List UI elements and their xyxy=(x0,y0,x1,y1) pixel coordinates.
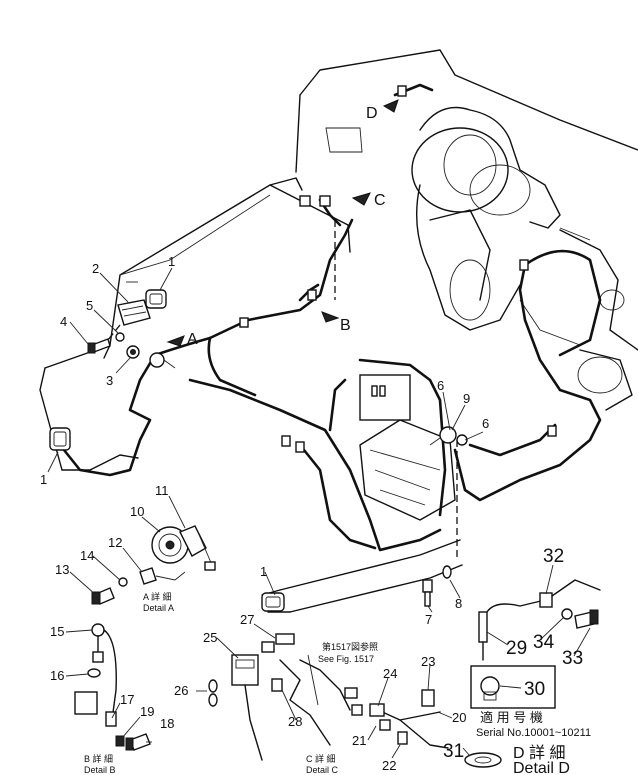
callout-31: 31 xyxy=(443,741,464,762)
detail-a-bolt xyxy=(91,577,128,605)
callout-23: 23 xyxy=(421,654,435,669)
lamp-bracket xyxy=(117,299,151,326)
serial-jp: 適 用 号 機 xyxy=(480,710,543,725)
callout-6-a: 6 xyxy=(437,378,444,393)
callout-16: 16 xyxy=(50,668,64,683)
detail-a-en: Detail A xyxy=(143,603,174,613)
callout-15: 15 xyxy=(50,624,64,639)
callout-27: 27 xyxy=(240,612,254,627)
detail-a-jp: A 詳 細 xyxy=(143,591,172,602)
callout-6-b: 6 xyxy=(482,416,489,431)
callout-30: 30 xyxy=(524,679,545,700)
callout-2: 2 xyxy=(92,261,99,276)
sensor-29 xyxy=(478,579,601,661)
callout-34: 34 xyxy=(533,632,555,653)
figure-ref-en: See Fig. 1517 xyxy=(318,654,374,664)
detail-c-assembly xyxy=(208,633,363,761)
working-lamp-bottom xyxy=(261,592,285,612)
detail-c-en: Detail C xyxy=(306,765,339,775)
detail-a-horn xyxy=(139,525,216,585)
sensor-group-20-24 xyxy=(369,689,449,749)
callout-19: 19 xyxy=(140,704,154,719)
leader-lines xyxy=(47,267,591,759)
callout-1-bottom: 1 xyxy=(260,564,267,579)
callout-8: 8 xyxy=(455,596,462,611)
callout-13: 13 xyxy=(55,562,69,577)
callout-7: 7 xyxy=(425,612,432,627)
callout-3: 3 xyxy=(106,373,113,388)
callout-28: 28 xyxy=(288,714,302,729)
detail-c-jp: C 詳 細 xyxy=(306,753,336,764)
detail-b-sensor xyxy=(74,623,151,751)
washer-8 xyxy=(442,565,452,579)
detail-b-en: Detail B xyxy=(84,765,116,775)
callout-20: 20 xyxy=(452,710,466,725)
callout-14: 14 xyxy=(80,548,94,563)
callout-32: 32 xyxy=(543,546,564,567)
working-lamp-top xyxy=(145,289,167,309)
serial-en: Serial No.10001~10211 xyxy=(476,727,591,739)
view-arrow-b xyxy=(321,311,340,323)
figure-ref-jp: 第1517図参照 xyxy=(322,641,378,652)
connector-cluster xyxy=(239,85,557,453)
callout-22: 22 xyxy=(382,758,396,773)
gasket-31 xyxy=(464,752,502,768)
grommet-3 xyxy=(126,345,140,359)
bolt-4 xyxy=(87,338,111,354)
bolt-33 xyxy=(574,609,599,629)
callout-21: 21 xyxy=(352,733,366,748)
view-arrow-a xyxy=(166,335,185,347)
callout-17: 17 xyxy=(120,692,134,707)
view-label-a: A xyxy=(187,331,198,348)
detail-d-jp: D 詳 細 xyxy=(513,744,565,762)
callout-12: 12 xyxy=(108,535,122,550)
callout-11: 11 xyxy=(155,483,169,498)
callout-4: 4 xyxy=(60,314,67,329)
detail-d-en: Detail D xyxy=(513,760,570,775)
callout-1-left: 1 xyxy=(40,472,47,487)
washer-34 xyxy=(561,608,573,620)
view-arrow-d xyxy=(382,99,399,113)
callout-1-top: 1 xyxy=(168,254,175,269)
horn xyxy=(149,352,176,369)
view-label-b: B xyxy=(340,317,351,334)
washer-5 xyxy=(115,332,125,342)
view-label-c: C xyxy=(374,192,386,209)
callout-5: 5 xyxy=(86,298,93,313)
callout-26: 26 xyxy=(174,683,188,698)
callout-33: 33 xyxy=(562,648,583,669)
callout-10: 10 xyxy=(130,504,144,519)
working-lamp-left xyxy=(49,427,71,451)
engine-compartment xyxy=(295,49,638,521)
bolt-7 xyxy=(422,579,433,607)
view-arrow-c xyxy=(351,192,371,206)
view-leaders xyxy=(103,220,458,560)
callout-18: 18 xyxy=(160,716,174,731)
callout-9: 9 xyxy=(463,391,470,406)
relay-9 xyxy=(429,426,468,446)
callout-29: 29 xyxy=(506,638,527,659)
view-label-d: D xyxy=(366,105,378,122)
callout-24: 24 xyxy=(383,666,397,681)
callout-25: 25 xyxy=(203,630,217,645)
detail-b-jp: B 詳 細 xyxy=(84,753,113,764)
